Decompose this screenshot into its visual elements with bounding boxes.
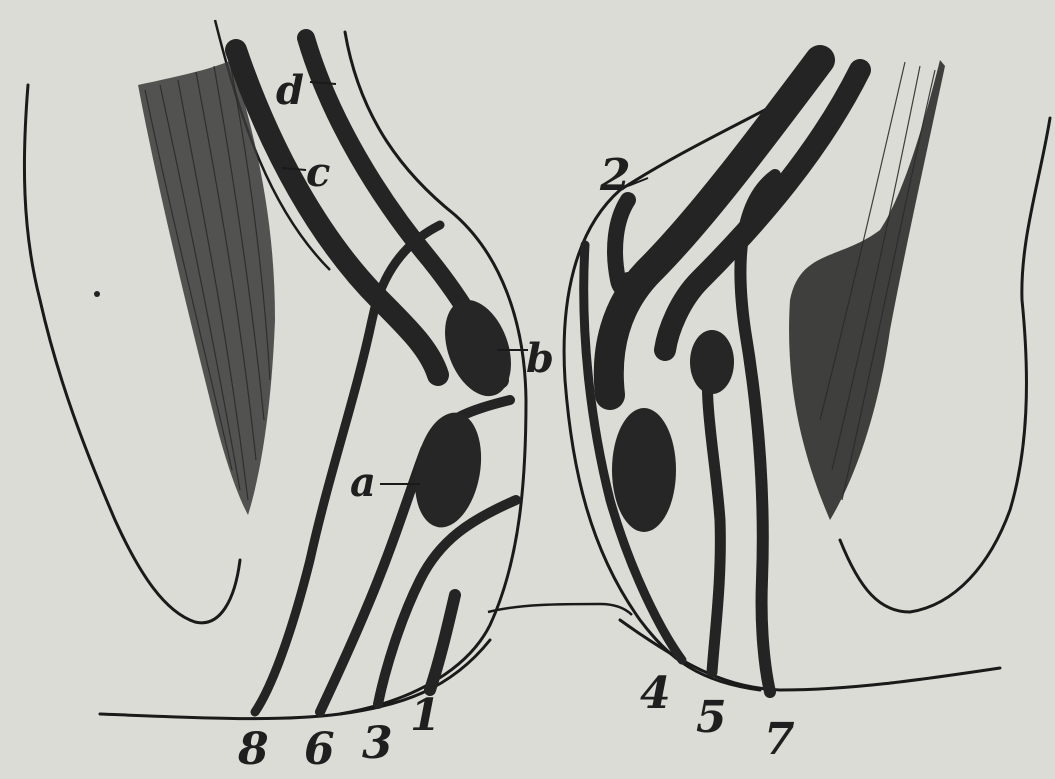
label-6: 6 [304,724,335,775]
label-a: a [350,459,376,506]
label-4: 4 [640,668,671,719]
right-blob-upper [690,330,734,394]
label-8: 8 [237,724,269,775]
label-5: 5 [696,692,727,743]
stray-dot [94,291,100,297]
label-3: 3 [362,718,393,769]
label-2: 2 [599,150,631,201]
right-blob-lower [612,408,676,532]
label-1: 1 [410,690,441,741]
label-7: 7 [764,714,795,765]
label-d: d [276,67,304,114]
label-c: c [306,149,330,196]
label-b: b [526,335,554,382]
